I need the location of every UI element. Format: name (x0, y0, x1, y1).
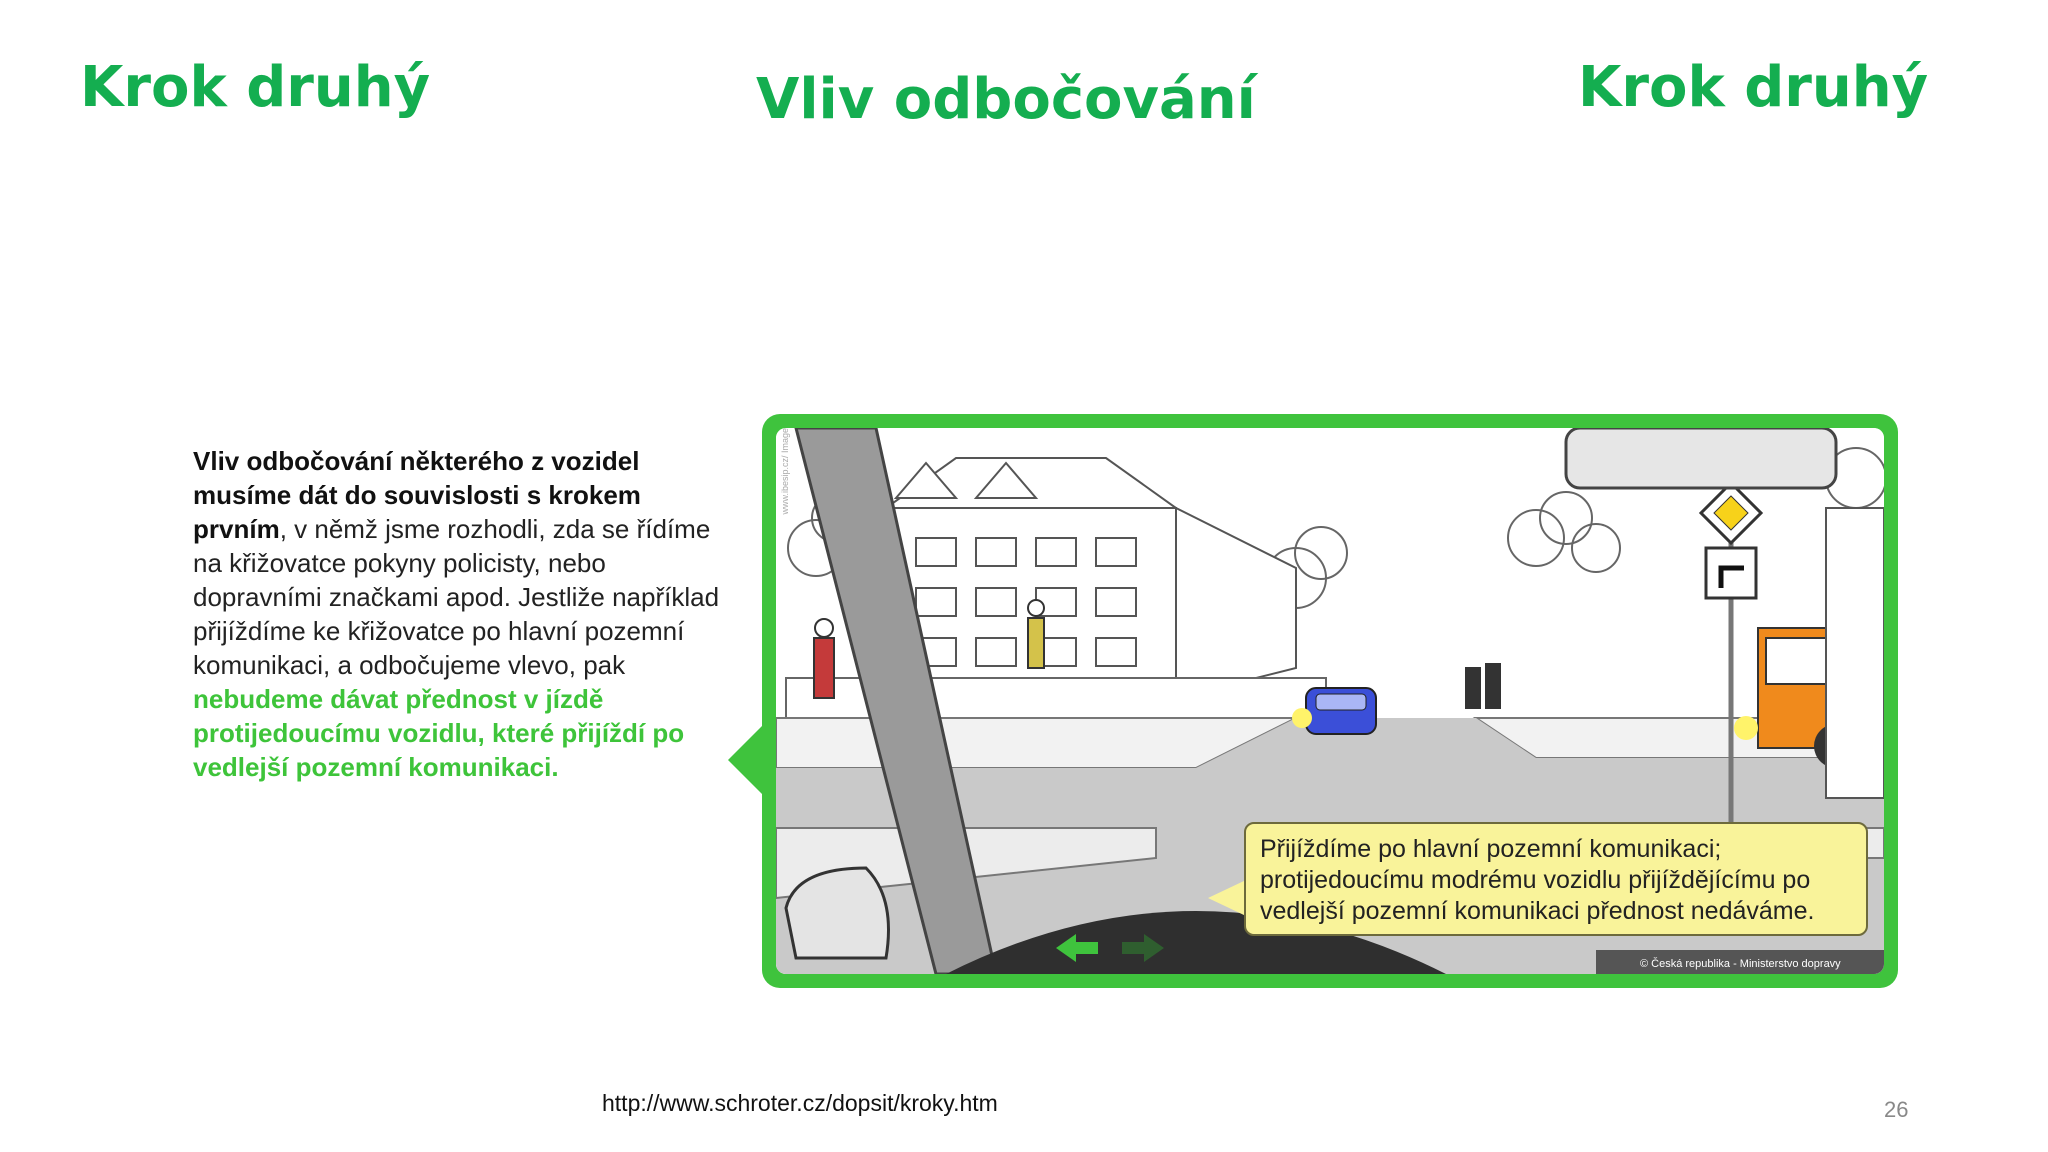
side-mirror (784, 866, 890, 960)
pedestrians (813, 599, 1501, 709)
priority-road-sign (1698, 480, 1764, 838)
callout-line-2: protijedoucímu modrému vozidlu přijížděj… (1260, 866, 1811, 894)
illustration-copyright: © Česká republika - Ministerstvo dopravy (1640, 958, 1841, 970)
explanation-green-emphasis: nebudeme dávat přednost v jízdě protijed… (193, 684, 685, 782)
explanation-text: Vliv odbočování některého z vozidel musí… (193, 444, 733, 784)
callout-line-3: vedlejší pozemní komunikaci přednost ned… (1260, 897, 1815, 925)
oncoming-blue-car (1292, 687, 1377, 735)
explanation-plain: , v němž jsme rozhodli, zda se řídíme na… (193, 514, 720, 680)
page-number: 26 (1884, 1097, 1909, 1122)
slide-title-center: Vliv odbočování (756, 67, 1256, 132)
explanation-callout: Přijíždíme po hlavní pozemní komunikaci;… (1244, 822, 1868, 936)
windshield-pillar (794, 428, 998, 974)
slide-title-right: Krok druhý (1578, 55, 1929, 120)
copyright-bar (1596, 950, 1884, 974)
slide-title-left: Krok druhý (80, 55, 431, 120)
rear-view-mirror (1564, 428, 1838, 490)
explanation-bold-intro: Vliv odbočování některého z vozidel musí… (193, 446, 641, 544)
right-building-edge (1825, 507, 1884, 799)
image-side-note: www.ibesip.cz/ Image (780, 428, 790, 515)
panel-pointer (728, 724, 764, 796)
source-link[interactable]: http://www.schroter.cz/dopsit/kroky.htm (602, 1090, 998, 1116)
turn-signal-indicator (1056, 934, 1164, 962)
callout-line-1: Přijíždíme po hlavní pozemní komunikaci; (1260, 835, 1722, 863)
callout-tail (1208, 880, 1246, 916)
